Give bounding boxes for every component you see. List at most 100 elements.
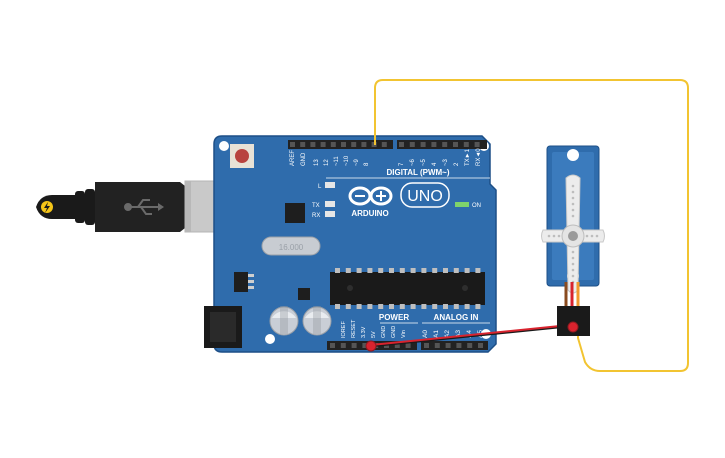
power-pin-hole[interactable] [351,343,357,348]
usb-icon [124,199,164,215]
analog-pin-hole[interactable] [478,343,483,348]
usb-chip [285,203,305,223]
analog-pin-hole[interactable] [456,343,462,348]
uno-badge: UNO [400,182,450,208]
chip-pin [378,304,384,309]
wires[interactable] [365,79,689,372]
digital-pin-hole[interactable] [351,142,357,147]
power-pin-hole[interactable] [362,343,368,348]
analog-pin-label: A1 [433,330,440,338]
digital-pin-hole[interactable] [330,142,336,147]
digital-pin-hole[interactable] [300,142,306,147]
chip-pin [356,268,362,273]
analog-pin-label: A4 [466,330,473,338]
power-pin-label: GND [391,326,397,338]
horn-hole [595,234,599,238]
digital-pin-hole[interactable] [310,142,316,147]
power-pin-hole[interactable] [394,343,400,348]
svg-text:ON: ON [472,203,481,209]
analog-pin-hole[interactable] [424,343,429,348]
digital-pin-hole[interactable] [453,142,458,147]
chip-pin [410,304,416,309]
horn-hole [571,214,575,218]
power-jack[interactable] [204,306,242,348]
chip-pin [432,268,438,273]
power-pin-hole[interactable] [330,343,335,348]
chip-pin [356,304,362,309]
small-chip [298,288,310,300]
atmega-microcontroller [330,272,485,305]
digital-pin-label: 12 [324,159,330,166]
capacitor-1 [269,306,299,336]
digital-pin-hole[interactable] [399,142,404,147]
signal-wire[interactable] [374,79,689,372]
power-pin-label: Vin [401,330,407,338]
chip-pin [367,268,373,273]
digital-pin-hole[interactable] [431,142,437,147]
power-pin-hole[interactable] [340,343,346,348]
horn-hole [571,250,575,254]
chip-pin [389,268,394,273]
horn-hole [571,184,575,188]
digital-pin-label: 7 [399,162,405,166]
digital-pin-label: GND [301,152,307,166]
digital-pin-hole[interactable] [442,142,448,147]
digital-pin-label: ~5 [421,158,427,166]
power-pin-label: 3.3V [361,326,367,338]
digital-header[interactable] [288,140,487,149]
horn-hole [571,268,575,272]
infinity-logo-icon [348,186,393,206]
digital-pin-label: 4 [432,162,438,166]
reset-button[interactable] [230,144,254,168]
capacitor-2 [302,306,332,336]
wire-node-5v[interactable] [365,340,377,352]
chip-pin [421,268,427,273]
power-section-label: POWER [379,313,409,322]
chip-pin [345,304,351,309]
digital-pin-label: TX►1 [465,148,471,166]
analog-header[interactable] [421,341,488,350]
analog-section-label: ANALOG IN [434,313,479,322]
digital-pin-hole[interactable] [463,142,469,147]
horn-hole [585,234,589,238]
chip-pin [335,268,340,273]
horn-hole [571,196,575,200]
servo-connector[interactable] [557,306,590,336]
digital-pin-label: ~11 [334,156,340,166]
digital-pin-hole[interactable] [420,142,426,147]
svg-text:UNO: UNO [407,188,443,205]
power-pin-hole[interactable] [405,343,411,348]
horn-hole [571,274,575,278]
chip-pin [389,304,394,309]
digital-pin-hole[interactable] [381,142,387,147]
digital-pin-hole[interactable] [290,142,295,147]
chip-pin [475,304,481,309]
analog-pin-label: A2 [444,330,451,338]
servo-horn[interactable] [541,174,605,294]
chip-pin [443,268,448,273]
digital-pin-hole[interactable] [361,142,367,147]
analog-pin-hole[interactable] [445,343,451,348]
servo-power-pin[interactable] [567,321,579,333]
digital-pin-hole[interactable] [320,142,326,147]
chip-pin [453,268,459,273]
servo-motor[interactable] [541,145,605,336]
chip-pin [410,268,416,273]
digital-pin-hole[interactable] [341,142,346,147]
digital-pin-hole[interactable] [409,142,415,147]
chip-pin [464,304,470,309]
digital-pin-label: ~10 [344,155,350,166]
chip-pin [453,304,459,309]
svg-text:RX: RX [312,213,320,219]
analog-pin-label: A3 [455,330,462,338]
analog-pin-hole[interactable] [434,343,440,348]
digital-pin-label: 2 [454,162,460,166]
chip-pin [443,304,448,309]
digital-header-title: DIGITAL (PWM~) [386,168,449,177]
analog-pin-hole[interactable] [467,343,473,348]
digital-pin-hole[interactable] [474,142,480,147]
digital-pin-label: 13 [314,159,320,166]
led-l: L [318,182,335,190]
